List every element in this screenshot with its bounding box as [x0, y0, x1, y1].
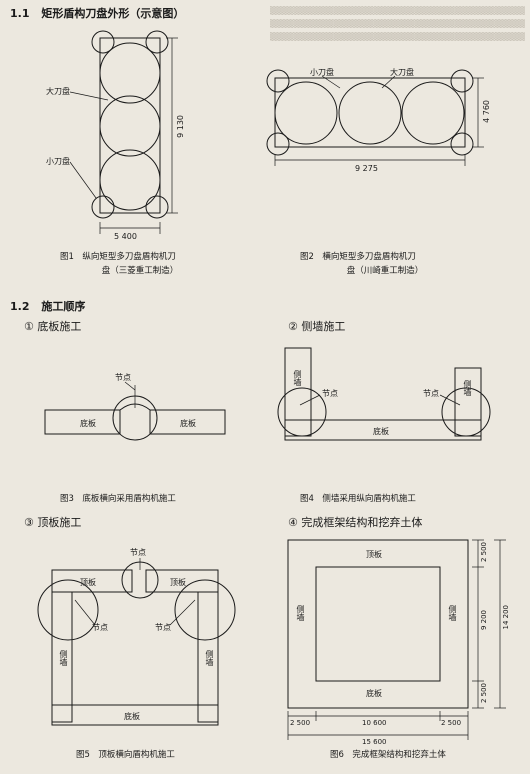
fig2-dim-width: 9 275: [355, 164, 378, 173]
fig1-caption: 图1 纵向矩型多刀盘盾构机刀 盘（三菱重工制造）: [60, 250, 220, 276]
section-number: 1.1: [10, 7, 30, 20]
fig1-dim-height: 9 130: [176, 115, 185, 138]
fig2-frame: [274, 77, 466, 148]
fig6-caption: 图6 完成框架结构和挖弃土体: [330, 750, 446, 760]
fig5-cutter-left: [37, 579, 99, 641]
fig5-wall-left-label: 侧墙: [59, 650, 68, 666]
fig1-caption-line1: 图1 纵向矩型多刀盘盾构机刀: [60, 252, 176, 262]
bleed-through-text: ▒▒▒▒▒▒▒▒▒▒▒▒▒▒▒▒▒▒▒▒▒▒▒▒▒▒▒▒▒▒▒▒▒▒▒▒▒▒▒▒…: [270, 6, 525, 41]
fig6-wall-right-label: 侧墙: [448, 605, 457, 621]
fig6-dim-total-h: 14 200: [502, 605, 510, 630]
fig2-small-cutter-2: [450, 69, 474, 93]
fig2-label-big: 大刀盘: [390, 68, 414, 77]
fig2-drawing: [266, 69, 484, 166]
fig4-cutter-right: [441, 387, 491, 437]
fig2-big-cutter-2: [338, 81, 402, 145]
fig1-caption-line2: 盘（三菱重工制造）: [101, 266, 179, 276]
fig4-caption: 图4 侧墙采用纵向盾构机施工: [300, 494, 416, 504]
fig5-node-top-label: 节点: [130, 548, 146, 557]
fig3-drawing: [44, 381, 226, 441]
fig2-caption-line2: 盘（川崎重工制造）: [346, 266, 424, 276]
fig5-wall-left: [51, 591, 73, 723]
fig4-wall-left-label: 侧墙: [293, 370, 302, 386]
fig1-big-cutter-1: [99, 42, 161, 104]
step-1-heading: ① 底板施工: [24, 320, 82, 333]
fig2-big-cutter-3: [401, 81, 465, 145]
fig6-dim-bot: 2 500: [480, 683, 488, 704]
fig6-dim-total-w: 15 600: [362, 738, 387, 746]
step-4-heading: ④ 完成框架结构和挖弃土体: [288, 516, 423, 529]
fig5-node-left-label: 节点: [92, 623, 108, 632]
fig2-big-cutter-1: [274, 81, 338, 145]
fig3-slab-left-label: 底板: [80, 419, 96, 428]
fig1-label-small: 小刀盘: [46, 157, 70, 166]
section-heading-1-2: 1.2 施工顺序: [10, 298, 85, 314]
fig4-drawing: [277, 347, 491, 441]
fig5-cutter-right: [174, 579, 236, 641]
fig5-caption: 图5 顶板横向盾构机施工: [76, 750, 175, 760]
fig2-small-cutter-4: [450, 132, 474, 156]
fig4-cutter-left: [277, 387, 327, 437]
fig2-dim-height: 4 760: [482, 100, 491, 123]
fig1-big-cutter-2: [99, 95, 161, 157]
fig1-drawing: [69, 30, 178, 234]
fig1-small-cutter-3: [91, 195, 115, 219]
fig6-outer-frame: [287, 539, 469, 709]
fig4-slab: [284, 419, 482, 441]
fig5-wall-right: [197, 591, 219, 723]
fig6-dim-mid: 9 200: [480, 610, 488, 631]
fig6-dim-left: 2 500: [290, 719, 311, 727]
section-number: 1.2: [10, 300, 30, 313]
fig4-node-right-label: 节点: [423, 389, 439, 398]
fig4-wall-right-label: 侧墙: [463, 380, 472, 396]
fig3-slab-right: [149, 409, 226, 435]
fig5-top-left-label: 顶板: [80, 578, 96, 587]
fig1-small-cutter-2: [145, 30, 169, 54]
step-2-heading: ② 侧墙施工: [288, 320, 346, 333]
fig3-slab-left: [44, 409, 121, 435]
section-title: 施工顺序: [41, 300, 86, 313]
fig5-bottom-slab: [51, 704, 219, 726]
fig3-caption: 图3 底板横向采用盾构机施工: [60, 494, 176, 504]
fig2-small-cutter-3: [266, 132, 290, 156]
fig6-bottom-label: 底板: [366, 689, 382, 698]
fig1-dim-width: 5 400: [114, 232, 137, 241]
fig4-wall-right: [454, 367, 482, 437]
section-title: 矩形盾构刀盘外形（示意图）: [41, 7, 185, 20]
fig5-wall-right-label: 侧墙: [205, 650, 214, 666]
fig6-dim-right: 2 500: [441, 719, 462, 727]
fig6-dim-inner: 10 600: [362, 719, 387, 727]
fig5-node-right-label: 节点: [155, 623, 171, 632]
fig1-label-big: 大刀盘: [46, 87, 70, 96]
fig3-node-label: 节点: [115, 373, 131, 382]
fig6-drawing: [287, 539, 506, 740]
fig6-dim-top: 2 500: [480, 542, 488, 563]
fig4-slab-label: 底板: [373, 427, 389, 436]
fig1-small-cutter-4: [145, 195, 169, 219]
fig2-small-cutter-1: [266, 69, 290, 93]
fig5-drawing: [37, 558, 236, 726]
fig1-frame: [99, 37, 161, 214]
fig6-inner-opening: [315, 566, 441, 682]
fig2-caption-line1: 图2 横向矩型多刀盘盾构机刀: [300, 252, 416, 262]
fig5-top-right-label: 顶板: [170, 578, 186, 587]
fig6-top-label: 顶板: [366, 550, 382, 559]
fig2-label-small: 小刀盘: [310, 68, 334, 77]
fig1-small-cutter-1: [91, 30, 115, 54]
fig5-bottom-label: 底板: [124, 712, 140, 721]
fig5-top-slab-right: [145, 569, 219, 593]
step-3-heading: ③ 顶板施工: [24, 516, 82, 529]
fig2-caption: 图2 横向矩型多刀盘盾构机刀 盘（川崎重工制造）: [300, 250, 470, 276]
section-heading-1-1: 1.1 矩形盾构刀盘外形（示意图）: [10, 5, 184, 21]
fig6-wall-left-label: 侧墙: [296, 605, 305, 621]
fig1-big-cutter-3: [99, 149, 161, 211]
fig3-slab-right-label: 底板: [180, 419, 196, 428]
fig4-node-left-label: 节点: [322, 389, 338, 398]
